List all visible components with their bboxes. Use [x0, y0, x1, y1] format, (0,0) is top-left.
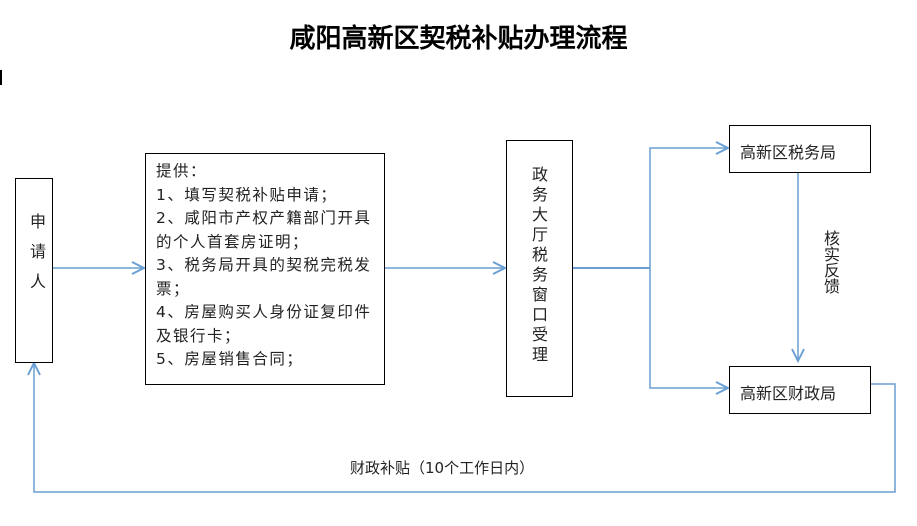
document-item: 1、填写契税补贴申请； — [156, 185, 338, 204]
feedback-label: 核实反馈 — [821, 230, 840, 294]
tax-bureau-box: 高新区税务局 — [729, 125, 871, 173]
applicant-box: 申请人 — [15, 178, 53, 363]
arrow-to-finance-bureau — [649, 268, 728, 388]
document-item: 3、税务局开具的契税完税发票； — [156, 256, 372, 298]
window-label: 政务大厅税务窗口受理 — [529, 166, 548, 366]
documents-box: 提供： 1、填写契税补贴申请； 2、咸阳市产权产籍部门开具的个人首套房证明； 3… — [145, 153, 385, 385]
page-title: 咸阳高新区契税补贴办理流程 — [289, 24, 628, 54]
document-item: 4、房屋购买人身份证复印件及银行卡； — [156, 303, 372, 345]
tax-bureau-label: 高新区税务局 — [740, 143, 837, 162]
applicant-label: 申请人 — [27, 213, 46, 303]
margin-mark — [0, 70, 2, 85]
finance-bureau-label: 高新区财政局 — [740, 384, 837, 403]
finance-bureau-box: 高新区财政局 — [729, 366, 871, 414]
document-item: 5、房屋销售合同； — [156, 350, 304, 368]
documents-heading: 提供： — [156, 162, 208, 180]
window-box: 政务大厅税务窗口受理 — [506, 140, 573, 397]
arrow-to-tax-bureau — [649, 148, 728, 268]
subsidy-label: 财政补贴（10个工作日内） — [350, 459, 535, 477]
arrow-subsidy-return — [34, 363, 896, 493]
document-item: 2、咸阳市产权产籍部门开具的个人首套房证明； — [156, 209, 372, 251]
